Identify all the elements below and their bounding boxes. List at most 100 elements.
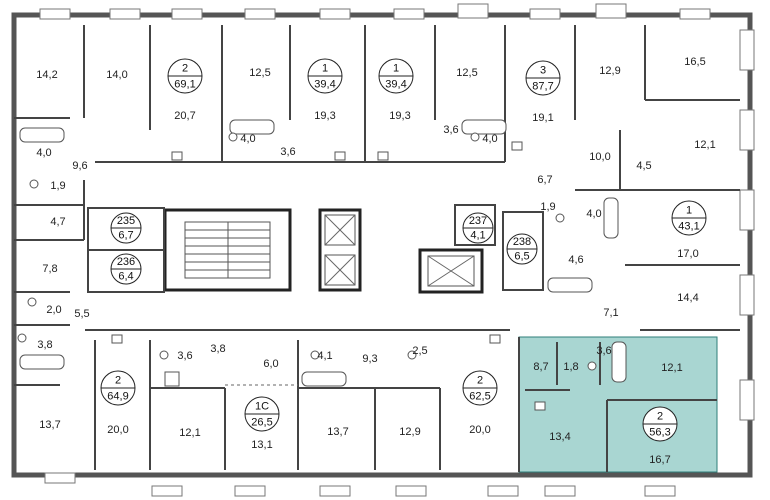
room-area-label: 8,7 [533,361,548,373]
unit-marker-top: 1 [686,204,692,216]
unit-marker-top: 2 [477,374,483,386]
room-area-label: 3,6 [443,124,458,136]
room-area-label: 13,7 [327,426,348,438]
room-area-label: 7,8 [42,263,57,275]
room-area-label: 4,7 [50,216,65,228]
unit-marker-bottom: 56,3 [649,426,670,438]
unit-marker-top: 2 [657,410,663,422]
room-area-label: 6,0 [263,358,278,370]
outer-wall [11,12,753,478]
room-area-label: 3,6 [596,345,611,357]
room-area-label: 13,4 [549,431,570,443]
room-area-label: 17,0 [677,248,698,260]
room-area-label: 1,9 [50,180,65,192]
room-area-label: 3,6 [177,350,192,362]
interior-walls [14,25,740,472]
room-area-label: 12,1 [179,427,200,439]
room-area-label: 16,7 [649,454,670,466]
room-area-label: 1,9 [540,201,555,213]
room-area-label: 14,0 [106,69,127,81]
unit-marker: 269,1 [167,58,203,94]
room-area-label: 19,3 [314,110,335,122]
unit-marker-bottom: 39,4 [385,78,406,90]
room-area-label: 12,5 [456,67,477,79]
room-area-label: 7,1 [603,307,618,319]
unit-marker-bottom: 43,1 [678,220,699,232]
room-area-label: 14,2 [36,69,57,81]
storage-marker-bottom: 6,5 [514,250,529,262]
storage-marker-bottom: 4,1 [470,229,485,241]
room-area-label: 1,8 [563,361,578,373]
room-area-label: 2,0 [46,304,61,316]
unit-marker-bottom: 62,5 [469,390,490,402]
storage-marker-top: 235 [117,215,135,227]
room-area-label: 6,7 [537,174,552,186]
room-area-label: 20,7 [174,110,195,122]
room-area-label: 16,5 [684,56,705,68]
unit-marker-bottom: 39,4 [314,78,335,90]
unit-markers: 269,1139,4139,4387,7143,1264,91С26,5262,… [100,58,707,442]
room-area-label: 3,8 [210,343,225,355]
unit-marker-top: 3 [540,64,546,76]
room-area-label: 19,1 [532,112,553,124]
room-area-label: 4,1 [317,350,332,362]
unit-marker: 262,5 [462,370,498,406]
unit-marker: 256,3 [642,406,678,442]
room-area-label: 4,0 [586,208,601,220]
unit-marker: 264,9 [100,370,136,406]
unit-marker-top: 1С [255,400,269,412]
storage-rooms [87,204,544,293]
room-area-label: 10,0 [589,151,610,163]
room-area-label: 9,6 [72,160,87,172]
room-area-label: 9,3 [362,353,377,365]
room-area-label: 13,1 [251,439,272,451]
storage-marker-top: 236 [117,256,135,268]
storage-marker-top: 238 [513,236,531,248]
unit-marker-top: 2 [115,374,121,386]
unit-marker: 1С 26,5 [244,396,280,432]
room-area-label: 12,9 [399,426,420,438]
room-area-label: 3,8 [37,339,52,351]
room-area-label: 4,0 [240,133,255,145]
unit-marker-top: 2 [182,62,188,74]
room-area-label: 3,6 [280,146,295,158]
room-area-label: 12,1 [661,362,682,374]
room-area-label: 12,5 [249,67,270,79]
bath-fixtures [17,119,627,411]
unit-marker-top: 1 [393,62,399,74]
unit-marker-bottom: 26,5 [251,416,272,428]
room-area-label: 20,0 [107,424,128,436]
unit-marker-top: 1 [322,62,328,74]
stair-core [163,208,292,292]
room-area-label: 4,5 [636,160,651,172]
unit-marker: 139,4 [378,58,414,94]
room-area-label: 2,5 [412,345,427,357]
elevators [318,208,484,294]
room-area-label: 4,0 [482,133,497,145]
room-area-label: 4,0 [36,147,51,159]
windows [39,3,755,497]
unit-marker-bottom: 69,1 [174,78,195,90]
room-area-label: 12,9 [599,65,620,77]
room-area-label: 20,0 [469,424,490,436]
room-area-label: 5,5 [74,308,89,320]
room-area-label: 13,7 [39,419,60,431]
unit-marker-bottom: 64,9 [107,390,128,402]
room-area-label: 12,1 [694,139,715,151]
storage-marker-top: 237 [469,215,487,227]
storage-marker-bottom: 6,7 [118,229,133,241]
unit-marker-bottom: 87,7 [532,80,553,92]
room-area-label: 14,4 [677,292,698,304]
room-area-label: 4,6 [568,254,583,266]
unit-marker: 387,7 [525,60,561,96]
unit-marker: 143,1 [671,200,707,236]
room-area-label: 19,3 [389,110,410,122]
unit-marker: 139,4 [307,58,343,94]
